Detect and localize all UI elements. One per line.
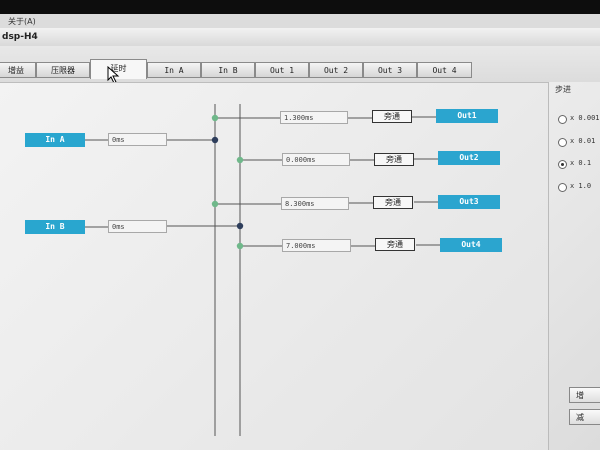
tab-limiter[interactable]: 压限器: [36, 62, 90, 78]
screen-bezel: [0, 0, 600, 14]
tab-in-a[interactable]: In A: [147, 62, 201, 78]
tab-bar: 增益 压限器 延时 In A In B Out 1 Out 2 Out 3 Ou…: [0, 46, 600, 82]
node-out1: [211, 114, 219, 122]
out2-delay-field[interactable]: 0.000ms: [282, 153, 350, 166]
out1-bypass-button[interactable]: 旁通: [372, 110, 412, 123]
tab-out-2[interactable]: Out 2: [309, 62, 363, 78]
input-b-block[interactable]: In B: [25, 220, 85, 234]
node-out4: [236, 242, 244, 250]
out1-block[interactable]: Out1: [436, 109, 498, 123]
out3-bypass-button[interactable]: 旁通: [373, 196, 413, 209]
node-out2: [236, 156, 244, 164]
node-out3: [211, 200, 219, 208]
input-a-delay-field[interactable]: 0ms: [108, 133, 167, 146]
tab-in-b[interactable]: In B: [201, 62, 255, 78]
tab-out-4[interactable]: Out 4: [417, 62, 472, 78]
menu-about[interactable]: 关于(A): [8, 17, 36, 26]
out2-block[interactable]: Out2: [438, 151, 500, 165]
out1-delay-field[interactable]: 1.300ms: [280, 111, 348, 124]
routing-wires: [85, 104, 440, 436]
input-b-delay-field[interactable]: 0ms: [108, 220, 167, 233]
step-radio-0001[interactable]: x 0.001: [558, 114, 600, 126]
window-title: dsp-H4: [2, 32, 38, 42]
out3-block[interactable]: Out3: [438, 195, 500, 209]
node-in-a: [211, 136, 219, 144]
out4-block[interactable]: Out4: [440, 238, 502, 252]
tab-out-1[interactable]: Out 1: [255, 62, 309, 78]
radio-icon: [558, 183, 567, 192]
out4-delay-field[interactable]: 7.000ms: [282, 239, 351, 252]
out3-delay-field[interactable]: 8.300ms: [281, 197, 349, 210]
step-radio-01[interactable]: x 0.1: [558, 159, 600, 171]
node-in-b: [236, 222, 244, 230]
increase-button[interactable]: 增: [569, 387, 600, 403]
radio-icon: [558, 115, 567, 124]
menu-bar: 关于(A): [0, 14, 600, 28]
step-radio-001[interactable]: x 0.01: [558, 137, 600, 149]
tab-gain[interactable]: 增益: [0, 62, 36, 78]
decrease-button[interactable]: 减: [569, 409, 600, 425]
input-a-block[interactable]: In A: [25, 133, 85, 147]
radio-icon: [558, 138, 567, 147]
step-radio-10[interactable]: x 1.0: [558, 182, 600, 194]
canvas-top-border: [0, 82, 548, 95]
tab-delay[interactable]: 延时: [90, 59, 147, 79]
tab-out-3[interactable]: Out 3: [363, 62, 417, 78]
step-panel-title: 步进: [555, 85, 571, 94]
out2-bypass-button[interactable]: 旁通: [374, 153, 414, 166]
radio-selected-icon: [558, 160, 567, 169]
delay-routing-canvas: [0, 82, 548, 450]
step-panel: 步进 x 0.001 x 0.01 x 0.1 x 1.0 增 减: [548, 82, 600, 450]
out4-bypass-button[interactable]: 旁通: [375, 238, 415, 251]
